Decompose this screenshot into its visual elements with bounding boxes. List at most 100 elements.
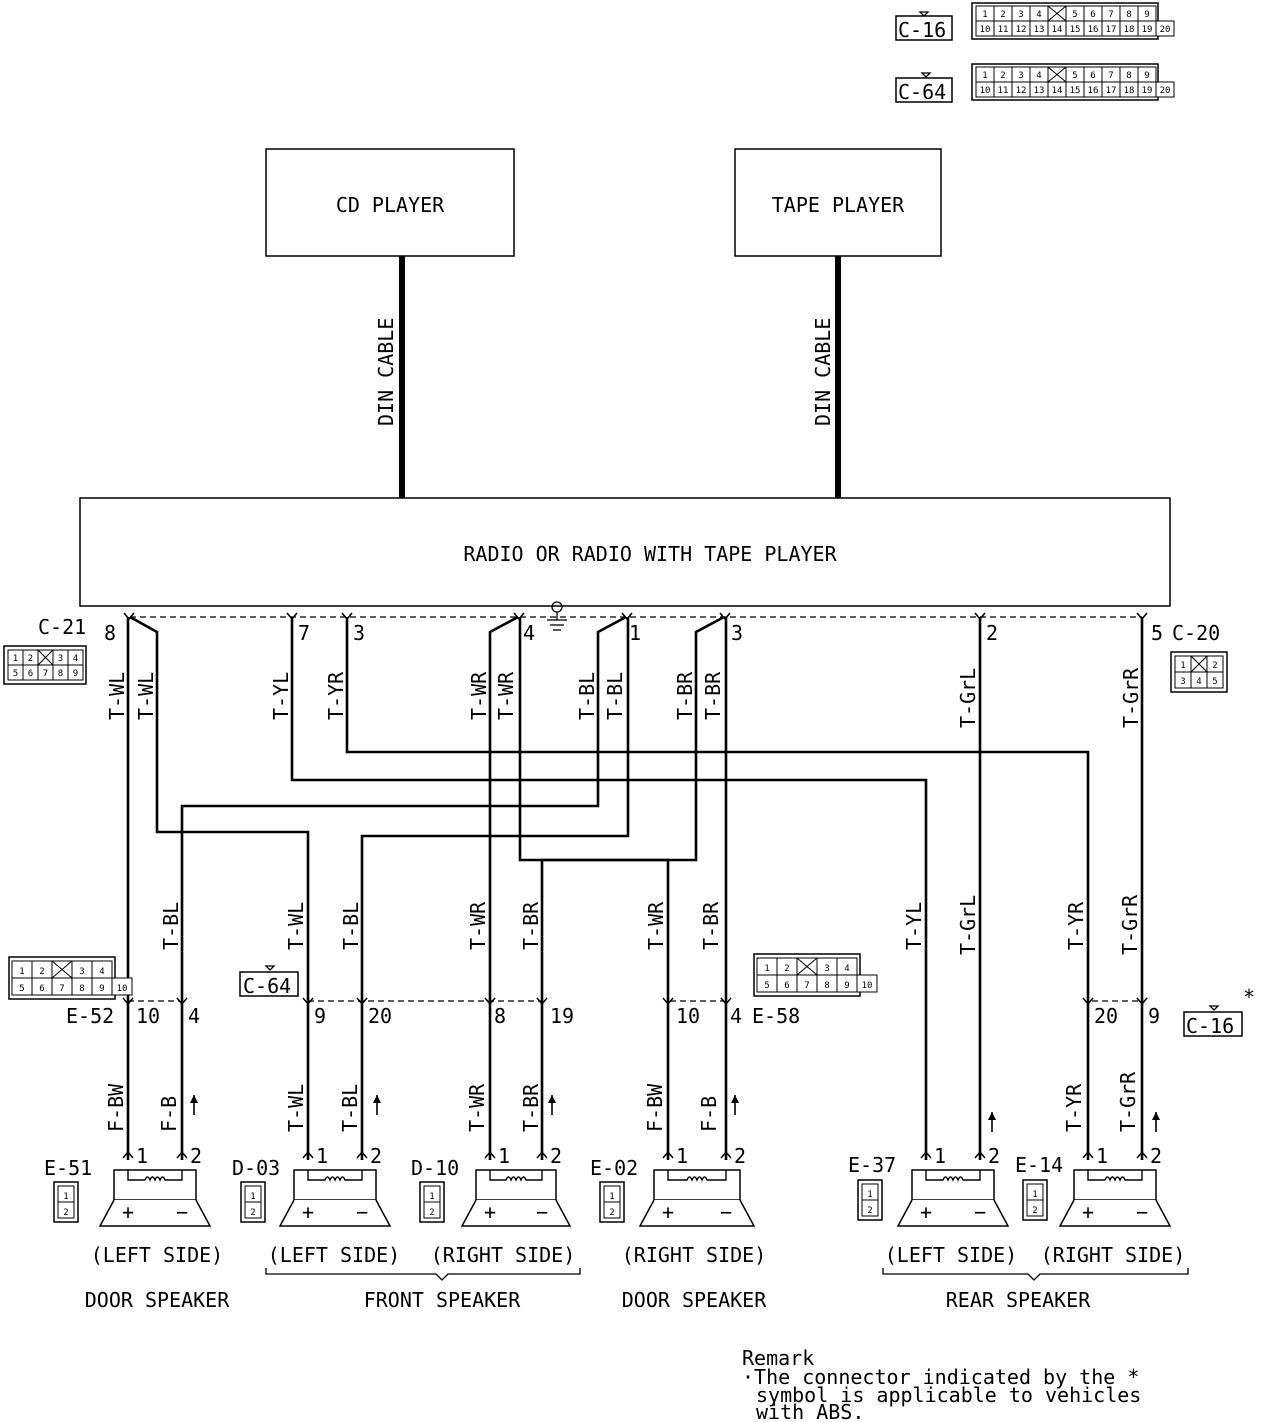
side-label: (RIGHT SIDE): [1041, 1243, 1186, 1267]
pin-marker: [720, 997, 732, 1006]
wires: [126, 615, 1144, 1160]
c21-cell-number: 9: [73, 669, 78, 679]
pin-marker: [302, 997, 314, 1006]
speaker-connector-cell: 1: [1032, 1190, 1037, 1200]
c64-mid-label: C-64: [243, 974, 291, 998]
e52-cell-number: 6: [39, 984, 44, 994]
radio-pin: 3: [731, 621, 743, 645]
pin-marker: [920, 1150, 932, 1159]
wire-label: T-GrL: [956, 895, 980, 955]
c16-mid-label: C-16: [1186, 1014, 1234, 1038]
group-label: REAR SPEAKER: [946, 1288, 1091, 1312]
speaker-pin: 1: [1096, 1144, 1108, 1168]
wire-label: T-BL: [575, 672, 599, 720]
wire-label: T-BR: [699, 901, 723, 950]
side-label: (RIGHT SIDE): [622, 1243, 767, 1267]
connector-c64-tag: C-64: [895, 72, 953, 104]
c21-label: C-21: [38, 615, 86, 639]
speaker-connector-face: 12: [419, 1181, 445, 1223]
connector-c16-tag: C-16: [895, 11, 953, 42]
front-speaker-brace: [265, 1268, 581, 1281]
group-label: FRONT SPEAKER: [364, 1288, 521, 1312]
pin-marker: [621, 612, 633, 621]
mid-pin: 19: [550, 1004, 574, 1028]
c64-cell-number: 20: [1160, 86, 1171, 96]
speaker-connector-face: 12: [857, 1179, 883, 1221]
speaker-connector-cell: 2: [1032, 1206, 1037, 1216]
speaker-plus-sign: +: [1082, 1200, 1094, 1224]
mid-pin: 20: [1094, 1004, 1118, 1028]
arrow-head: [731, 1095, 739, 1103]
wire-label: T-YL: [269, 672, 293, 720]
c64-cell-number: 7: [1108, 71, 1113, 81]
pin-marker: [1136, 1150, 1148, 1159]
speaker-pin: 2: [1150, 1144, 1162, 1168]
top-wire-labels: T-WL T-WL T-YL T-YR T-WR T-WR T-BL T-BL …: [105, 667, 1143, 728]
pin-marker: [356, 997, 368, 1006]
e58-cell-number: 5: [764, 981, 769, 991]
c16-top-label: C-16: [898, 18, 946, 42]
arrow-head: [373, 1095, 381, 1103]
remark-line: symbol is applicable to vehicles: [756, 1383, 1141, 1407]
group-label: DOOR SPEAKER: [85, 1288, 230, 1312]
e52-cell-number: 3: [79, 967, 84, 977]
side-label: (LEFT SIDE): [91, 1243, 223, 1267]
speaker-plus-sign: +: [122, 1200, 134, 1224]
radio-pin: 7: [298, 621, 310, 645]
wire-label: T-BL: [159, 902, 183, 950]
speaker-pin: 1: [316, 1144, 328, 1168]
e58-cell-number: 10: [862, 981, 873, 991]
mid-pin: 10: [136, 1004, 160, 1028]
remark-block: Remark ·The connector indicated by the *…: [742, 1346, 1141, 1422]
speaker-connector-cell: 2: [250, 1208, 255, 1218]
c64-cell-number: 5: [1072, 71, 1077, 81]
c64-cell-number: 15: [1070, 86, 1081, 96]
pin-marker: [662, 997, 674, 1006]
wire-label: T-YR: [324, 671, 348, 720]
wire-label: F-BW: [643, 1083, 667, 1132]
mid-wire-labels: T-BL T-WL T-BL T-WR T-BR T-WR T-BR T-YL …: [159, 894, 1142, 955]
c20-cell: [1206, 671, 1224, 689]
speaker-pin: 2: [190, 1144, 202, 1168]
speaker-connector-cell: 1: [250, 1192, 255, 1202]
c64-cell-number: 10: [980, 86, 991, 96]
speaker-connector-face: 12: [53, 1181, 79, 1223]
c16-cell-number: 8: [1126, 10, 1131, 20]
speaker-pin: 1: [136, 1144, 148, 1168]
pin-marker: [484, 1150, 496, 1159]
mid-pin-numbers: 10 4 9 20 8 19 10 4 20 9: [136, 1004, 1160, 1028]
c16-cell-number: 17: [1106, 25, 1117, 35]
c64-cell-number: 2: [1000, 71, 1005, 81]
ground-icon: [547, 601, 567, 631]
pin-marker: [1082, 1150, 1094, 1159]
d10-label: D-10: [411, 1156, 459, 1180]
e52-cell-number: 4: [99, 967, 104, 977]
c64-cell: [1155, 81, 1175, 98]
arrow-head: [1152, 1112, 1160, 1120]
cd-player-label: CD PLAYER: [336, 193, 445, 217]
c64-cell-number: 9: [1144, 71, 1149, 81]
radio-label: RADIO OR RADIO WITH TAPE PLAYER: [463, 542, 837, 566]
c20-cell-number: 5: [1212, 677, 1217, 687]
c64-cell-number: 14: [1052, 86, 1063, 96]
e52-cell-number: 8: [79, 984, 84, 994]
speaker-connector-cell: 2: [429, 1208, 434, 1218]
c21-cell-number: 1: [13, 654, 18, 664]
c20-cell-number: 4: [1196, 677, 1201, 687]
wire-label: T-WR: [494, 671, 518, 720]
wire-label: T-YR: [1062, 1083, 1086, 1132]
e58-label: E-58: [752, 1004, 800, 1028]
speaker-minus-sign: −: [176, 1200, 188, 1224]
e52-cell-number: 2: [39, 967, 44, 977]
c16-cell-number: 16: [1088, 25, 1099, 35]
wire-label: T-BL: [603, 672, 627, 720]
speaker-connector-face: 12: [599, 1181, 625, 1223]
c16-cell-number: 14: [1052, 25, 1063, 35]
wire-label: T-GrL: [956, 668, 980, 728]
speaker-minus-sign: −: [356, 1200, 368, 1224]
e52-cell-number: 1: [19, 967, 24, 977]
